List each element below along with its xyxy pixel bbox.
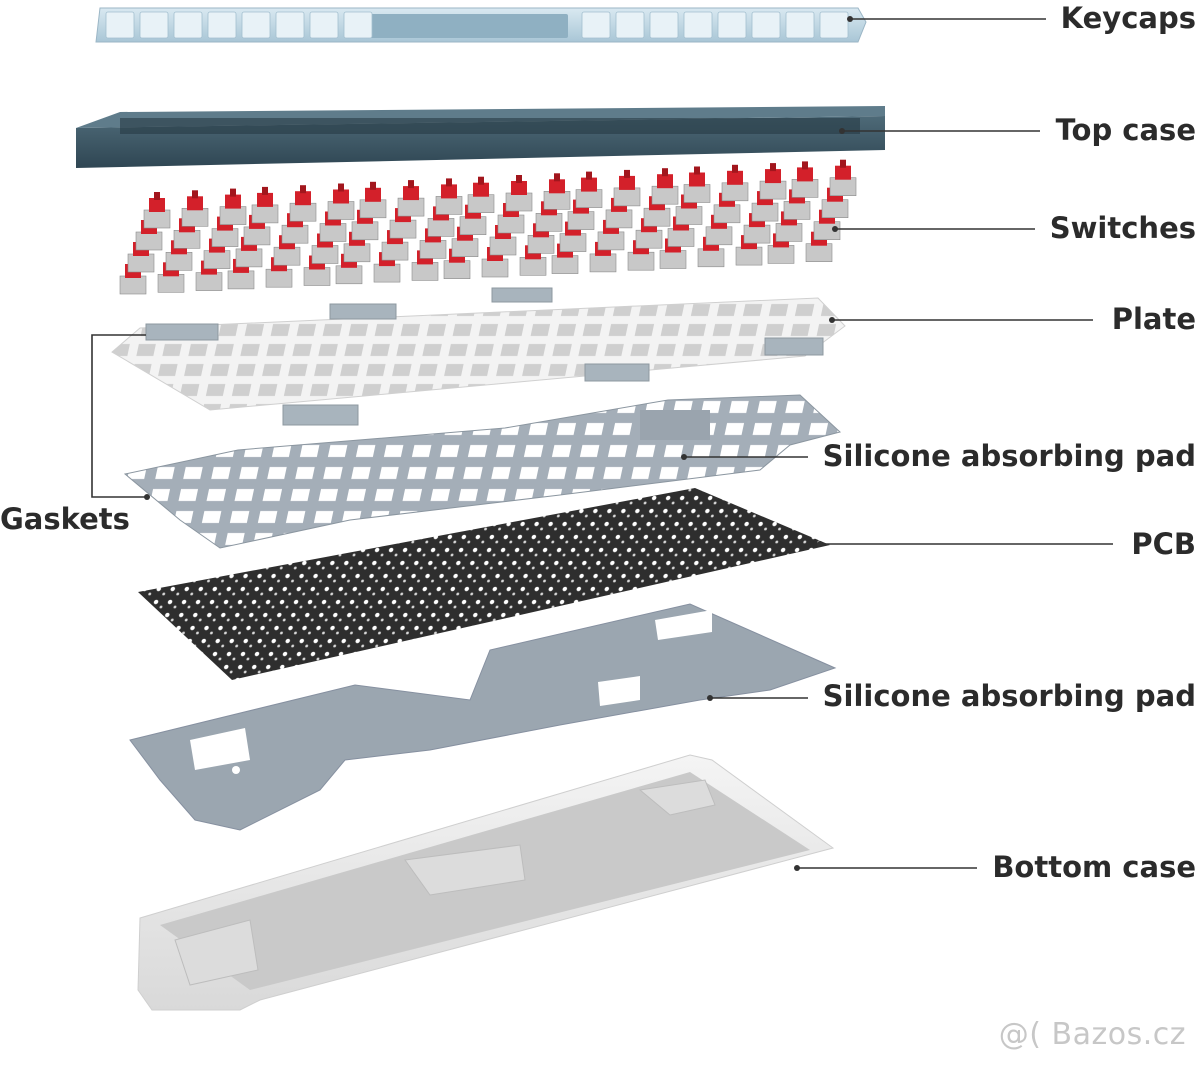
leader-dots — [144, 16, 853, 871]
switch — [327, 183, 355, 220]
switch — [575, 171, 603, 208]
keycap — [819, 11, 849, 39]
keycap — [309, 11, 339, 39]
plate-layer — [111, 297, 846, 411]
label-pcb: PCB — [1131, 527, 1196, 561]
pcb-layer — [138, 488, 830, 680]
switch — [467, 176, 495, 213]
label-plate: Plate — [1111, 302, 1196, 336]
switch — [181, 190, 209, 227]
silicone-pad-2-layer — [129, 603, 837, 831]
keycap — [241, 11, 271, 39]
keycap — [343, 11, 373, 39]
keycap — [683, 11, 713, 39]
switch — [251, 186, 279, 224]
label-keycaps: Keycaps — [1060, 1, 1196, 35]
keycap — [649, 11, 679, 39]
switch — [651, 168, 679, 205]
watermark-text: @( Bazos.cz — [999, 1017, 1186, 1052]
silicone-pad-1-layer — [123, 394, 842, 549]
gaskets-group — [145, 287, 824, 426]
switch — [143, 192, 171, 229]
top-case-layer — [76, 106, 885, 168]
keycaps-layer — [95, 7, 867, 43]
label-gaskets: Gaskets — [0, 502, 130, 536]
switch — [791, 161, 819, 198]
bottom-case-layer — [137, 754, 835, 1011]
label-bottom-case: Bottom case — [992, 850, 1196, 884]
label-silicone-pad-2: Silicone absorbing pad — [822, 679, 1196, 713]
keycap — [207, 11, 237, 39]
watermark-label: Bazos.cz — [1051, 1017, 1186, 1052]
switch — [435, 178, 463, 215]
keycap — [717, 11, 747, 39]
keycap — [785, 11, 815, 39]
switch — [829, 159, 857, 196]
switch — [505, 175, 533, 212]
switch — [759, 163, 787, 200]
label-silicone-pad-1: Silicone absorbing pad — [822, 439, 1196, 473]
switch — [543, 173, 571, 210]
label-switches: Switches — [1049, 211, 1196, 245]
switch — [219, 188, 247, 225]
keycap — [173, 11, 203, 39]
keycap — [751, 11, 781, 39]
keycap — [615, 11, 645, 39]
keycap — [139, 11, 169, 39]
keycap — [105, 11, 135, 39]
leader-lines — [91, 18, 1113, 869]
switch — [721, 164, 749, 202]
switch — [359, 181, 387, 219]
switch — [289, 185, 317, 222]
switch — [397, 180, 425, 217]
watermark-logo-icon: @( — [998, 1017, 1042, 1052]
switch — [683, 166, 711, 203]
label-top-case: Top case — [1055, 113, 1196, 147]
switch — [613, 169, 641, 207]
keycap — [275, 11, 305, 39]
keycap — [581, 11, 611, 39]
switches-layer — [119, 159, 857, 295]
